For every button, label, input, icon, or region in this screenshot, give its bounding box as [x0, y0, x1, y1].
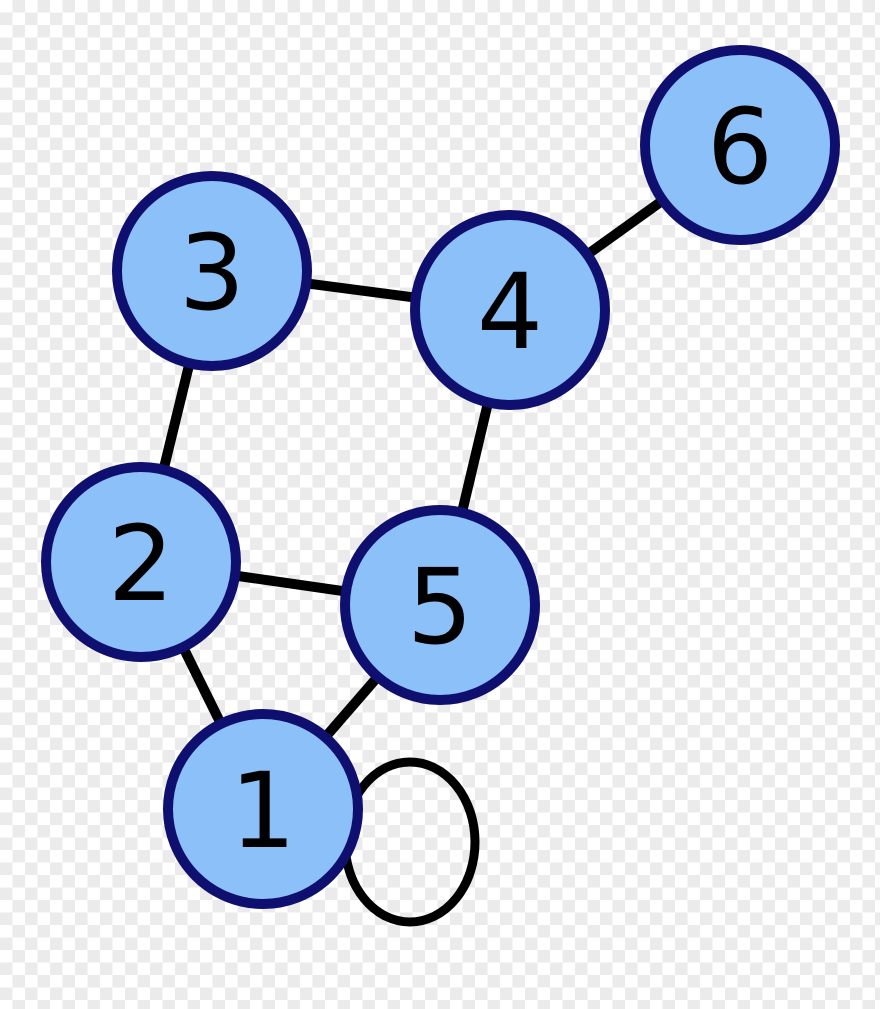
node-2: [41, 462, 241, 662]
node-label-5: 5: [407, 546, 473, 668]
node-4: [410, 210, 610, 410]
node-5: [340, 505, 540, 705]
node-label-1: 1: [230, 750, 296, 872]
node-1: [163, 709, 363, 909]
node-label-2: 2: [108, 503, 174, 625]
node-label-4: 4: [477, 251, 543, 373]
node-label-6: 6: [707, 86, 773, 208]
node-3: [112, 171, 312, 371]
self-loop-node-1: [340, 757, 480, 927]
node-label-3: 3: [179, 212, 245, 334]
node-6: [640, 45, 840, 245]
